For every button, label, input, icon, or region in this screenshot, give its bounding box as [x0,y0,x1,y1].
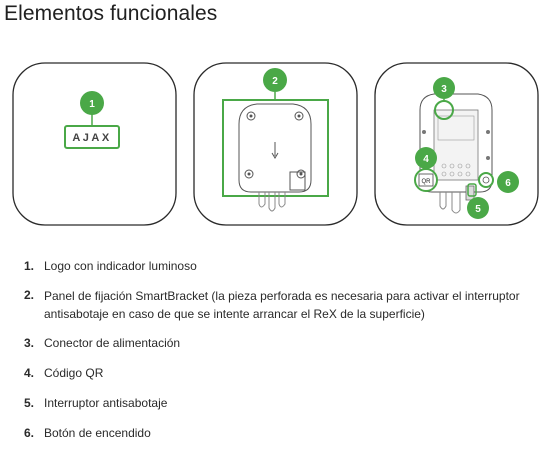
list-item: 1. Logo con indicador luminoso [24,258,544,275]
list-item-number: 6. [24,426,35,440]
list-item-number: 5. [24,396,35,410]
figure-back-components: 3 4 QR 6 5 [374,62,539,226]
badge-2-label: 2 [272,76,278,87]
hub-front-logo-icon: 1 AJAX [12,62,177,226]
list-item-text: Conector de alimentación [44,336,181,350]
page-title: Elementos funcionales [4,2,218,25]
list-item-text: Código QR [44,366,104,380]
figure-smartbracket: 2 [193,62,358,226]
badge-1-label: 1 [89,99,95,110]
list-item-number: 3. [24,336,35,350]
list-item: 2. Panel de fijación SmartBracket (la pi… [24,287,544,323]
ajax-logo-text: AJAX [72,132,111,144]
qr-code-label: QR [422,179,432,185]
list-item-number: 2. [24,288,35,302]
badge-1 [80,91,104,115]
list-item-text: Interruptor antisabotaje [44,396,168,410]
badge-6-label: 6 [505,178,511,189]
list-item-number: 4. [24,366,35,380]
badge-3-label: 3 [441,84,447,95]
list-item-text: Panel de fijación SmartBracket (la pieza… [44,289,520,321]
figure-front-logo: 1 AJAX [12,62,177,226]
list-item: 6. Botón de encendido [24,425,544,442]
list-item-number: 1. [24,259,35,273]
list-item-text: Botón de encendido [44,426,151,440]
badge-5-label: 5 [475,204,481,215]
figures-row: 1 AJAX [0,56,550,226]
hub-back-components-icon: 3 4 QR 6 5 [374,62,539,226]
smartbracket-panel-icon: 2 [193,62,358,226]
list-item: 5. Interruptor antisabotaje [24,395,544,412]
components-list: 1. Logo con indicador luminoso 2. Panel … [24,258,544,442]
list-item-text: Logo con indicador luminoso [44,259,197,273]
list-item: 3. Conector de alimentación [24,335,544,352]
badge-4-label: 4 [423,154,429,165]
list-item: 4. Código QR [24,365,544,382]
